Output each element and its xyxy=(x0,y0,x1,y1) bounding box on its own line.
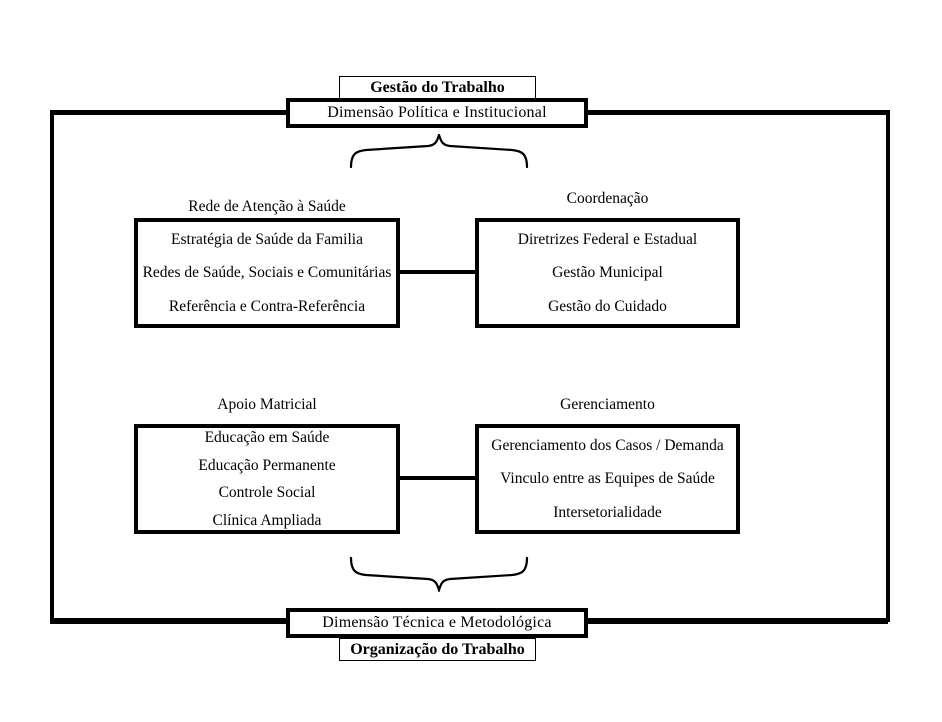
dimension-top-label: Dimensão Política e Institucional xyxy=(327,104,547,121)
box-gerenciamento-item-3: Intersetorialidade xyxy=(553,503,662,521)
connector-top-right xyxy=(586,111,888,115)
caption-top-label: Gestão do Trabalho xyxy=(370,78,505,96)
box-gerenciamento: Gerenciamento dos Casos / Demanda Vincul… xyxy=(475,424,740,534)
caption-organizacao-do-trabalho: Organização do Trabalho xyxy=(339,638,536,661)
box-title-gerenciamento-label: Gerenciamento xyxy=(560,396,655,413)
box-title-rede-de-atencao: Rede de Atenção à Saúde xyxy=(134,198,400,216)
outer-frame xyxy=(50,110,890,622)
box-apoio-matricial: Educação em Saúde Educação Permanente Co… xyxy=(134,424,400,534)
box-gerenciamento-item-1: Gerenciamento dos Casos / Demanda xyxy=(491,436,724,454)
box-title-rede-label: Rede de Atenção à Saúde xyxy=(188,198,346,215)
box-apoio-item-1: Educação em Saúde xyxy=(204,429,330,446)
brace-bottom-icon xyxy=(349,556,529,592)
caption-bottom-label: Organização do Trabalho xyxy=(350,640,525,658)
dimension-politica-institucional: Dimensão Política e Institucional xyxy=(286,98,588,128)
brace-top-icon xyxy=(349,134,529,168)
connector-row2 xyxy=(398,476,477,480)
box-title-apoio-label: Apoio Matricial xyxy=(217,396,317,413)
box-title-gerenciamento: Gerenciamento xyxy=(475,396,740,414)
box-apoio-item-2: Educação Permanente xyxy=(198,456,336,474)
box-rede-item-3: Referência e Contra-Referência xyxy=(168,297,366,315)
box-rede-de-atencao: Estratégia de Saúde da Familia Redes de … xyxy=(134,218,400,328)
connector-row1 xyxy=(398,270,477,274)
caption-gestao-do-trabalho: Gestão do Trabalho xyxy=(339,76,536,99)
box-apoio-item-4: Clínica Ampliada xyxy=(212,511,322,529)
connector-top-left xyxy=(50,111,288,115)
box-coordenacao-item-2: Gestão Municipal xyxy=(552,264,663,282)
dimension-tecnica-metodologica: Dimensão Técnica e Metodológica xyxy=(286,608,588,638)
box-rede-item-2: Redes de Saúde, Sociais e Comunitárias xyxy=(142,264,392,282)
box-title-coordenacao-label: Coordenação xyxy=(566,190,649,207)
box-title-coordenacao: Coordenação xyxy=(475,190,740,208)
box-rede-item-1: Estratégia de Saúde da Familia xyxy=(171,230,363,248)
box-coordenacao-item-3: Gestão do Cuidado xyxy=(548,297,667,315)
connector-bottom-right xyxy=(586,620,888,624)
connector-bottom-left xyxy=(50,620,288,624)
dimension-bottom-label: Dimensão Técnica e Metodológica xyxy=(322,614,552,631)
box-gerenciamento-item-2: Vinculo entre as Equipes de Saúde xyxy=(500,470,715,488)
box-coordenacao: Diretrizes Federal e Estadual Gestão Mun… xyxy=(475,218,740,328)
box-coordenacao-item-1: Diretrizes Federal e Estadual xyxy=(517,230,698,248)
box-title-apoio-matricial: Apoio Matricial xyxy=(134,396,400,414)
box-apoio-item-3: Controle Social xyxy=(218,484,316,501)
